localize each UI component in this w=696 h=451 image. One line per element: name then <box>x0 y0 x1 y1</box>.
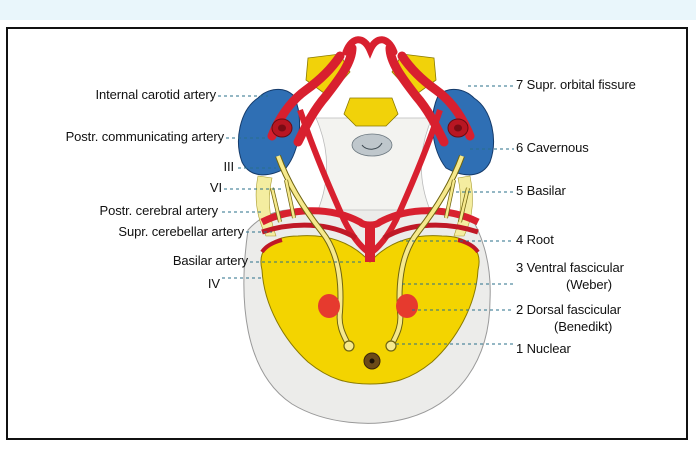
red-nucleus-left <box>318 294 340 318</box>
label-s5: 5 Basilar <box>516 183 566 198</box>
label-s4: 4 Root <box>516 232 554 247</box>
anterior-loop <box>342 36 398 59</box>
pituitary <box>343 97 399 127</box>
oculomotor-nucleus-left <box>343 340 355 352</box>
label-s3b: (Weber) <box>566 277 613 292</box>
oculomotor-nucleus-right <box>385 340 397 352</box>
label-internal-carotid: Internal carotid artery <box>95 87 216 102</box>
label-post-cerebral: Postr. cerebral artery <box>99 203 219 218</box>
label-s7: 7 Supr. orbital fissure <box>516 77 636 92</box>
label-s1: 1 Nuclear <box>516 341 571 356</box>
label-sup-cerebellar: Supr. cerebellar artery <box>118 224 244 239</box>
superior-cerebellar <box>261 222 479 241</box>
red-nucleus-right <box>396 294 418 318</box>
dorsum-sellae <box>351 133 393 157</box>
label-s2a: 2 Dorsal fascicular <box>516 302 622 317</box>
label-basilar-artery: Basilar artery <box>172 253 248 268</box>
label-nerve-iii: III <box>223 159 234 174</box>
label-nerve-vi: VI <box>209 180 222 195</box>
top-bar <box>0 0 696 20</box>
label-s3a: 3 Ventral fascicular <box>516 260 624 275</box>
label-s6: 6 Cavernous <box>516 140 589 155</box>
label-post-communicating: Postr. communicating artery <box>65 129 225 144</box>
leader-lines-left <box>218 95 362 279</box>
leader-lines-right <box>396 85 514 345</box>
label-nerve-iv: IV <box>207 276 220 291</box>
label-s2b: (Benedikt) <box>554 319 613 334</box>
